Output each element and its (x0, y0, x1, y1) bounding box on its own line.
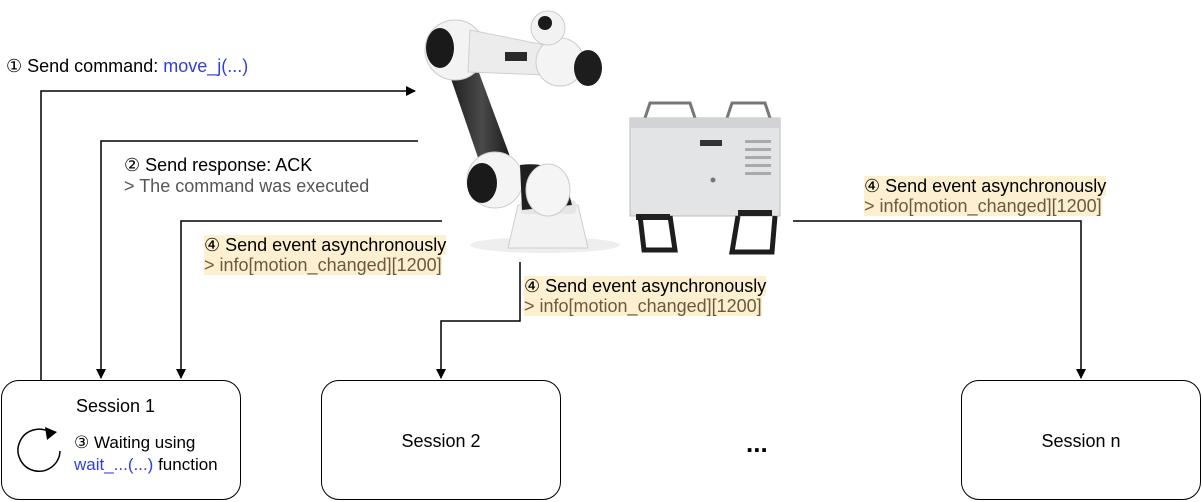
session-n-box: Session n (961, 380, 1201, 500)
send-command-function: move_j(...) (163, 56, 249, 76)
control-box-image (629, 101, 781, 255)
session-1-box: Session 1 ③ Waiting using wait_...(...) … (1, 380, 241, 500)
event-title: ④ Send event asynchronously (864, 176, 1107, 196)
event-detail: > info[motion_changed][1200] (524, 296, 762, 316)
event-label-session-n: ④ Send event asynchronously > info[motio… (864, 176, 1107, 216)
send-response-label: ② Send response: ACK (124, 155, 313, 175)
send-command-prefix: ① Send command: (6, 56, 164, 76)
robot-arm-image (424, 10, 620, 253)
waiting-function-line: wait_...(...) function (74, 455, 218, 475)
session-1-title: Session 1 (76, 396, 156, 416)
session-n-title: Session n (1041, 431, 1121, 451)
event-label-session1: ④ Send event asynchronously > info[motio… (204, 235, 447, 275)
event-label-session2: ④ Send event asynchronously > info[motio… (524, 276, 767, 316)
session-2-box: Session 2 (321, 380, 561, 500)
session-2-title: Session 2 (401, 431, 481, 451)
command-arrow (40, 86, 416, 380)
connector-lines (40, 86, 1086, 380)
event-title: ④ Send event asynchronously (524, 276, 767, 296)
event-detail: > info[motion_changed][1200] (864, 196, 1102, 216)
event-arrow-session2 (436, 262, 521, 379)
event-arrow-session-n (793, 220, 1086, 379)
send-command-label: ① Send command: move_j(...) (6, 56, 248, 76)
waiting-label: ③ Waiting using (74, 433, 196, 452)
event-detail: > info[motion_changed][1200] (204, 255, 442, 275)
waiting-function: wait_...(...) (74, 455, 154, 474)
more-sessions-ellipsis: ... (746, 428, 768, 458)
event-arrow-session1 (176, 220, 442, 379)
event-title: ④ Send event asynchronously (204, 235, 447, 255)
refresh-cycle-icon (17, 427, 61, 472)
waiting-suffix: function (153, 455, 218, 474)
send-response-detail: > The command was executed (124, 176, 370, 196)
response-arrow (96, 140, 418, 379)
